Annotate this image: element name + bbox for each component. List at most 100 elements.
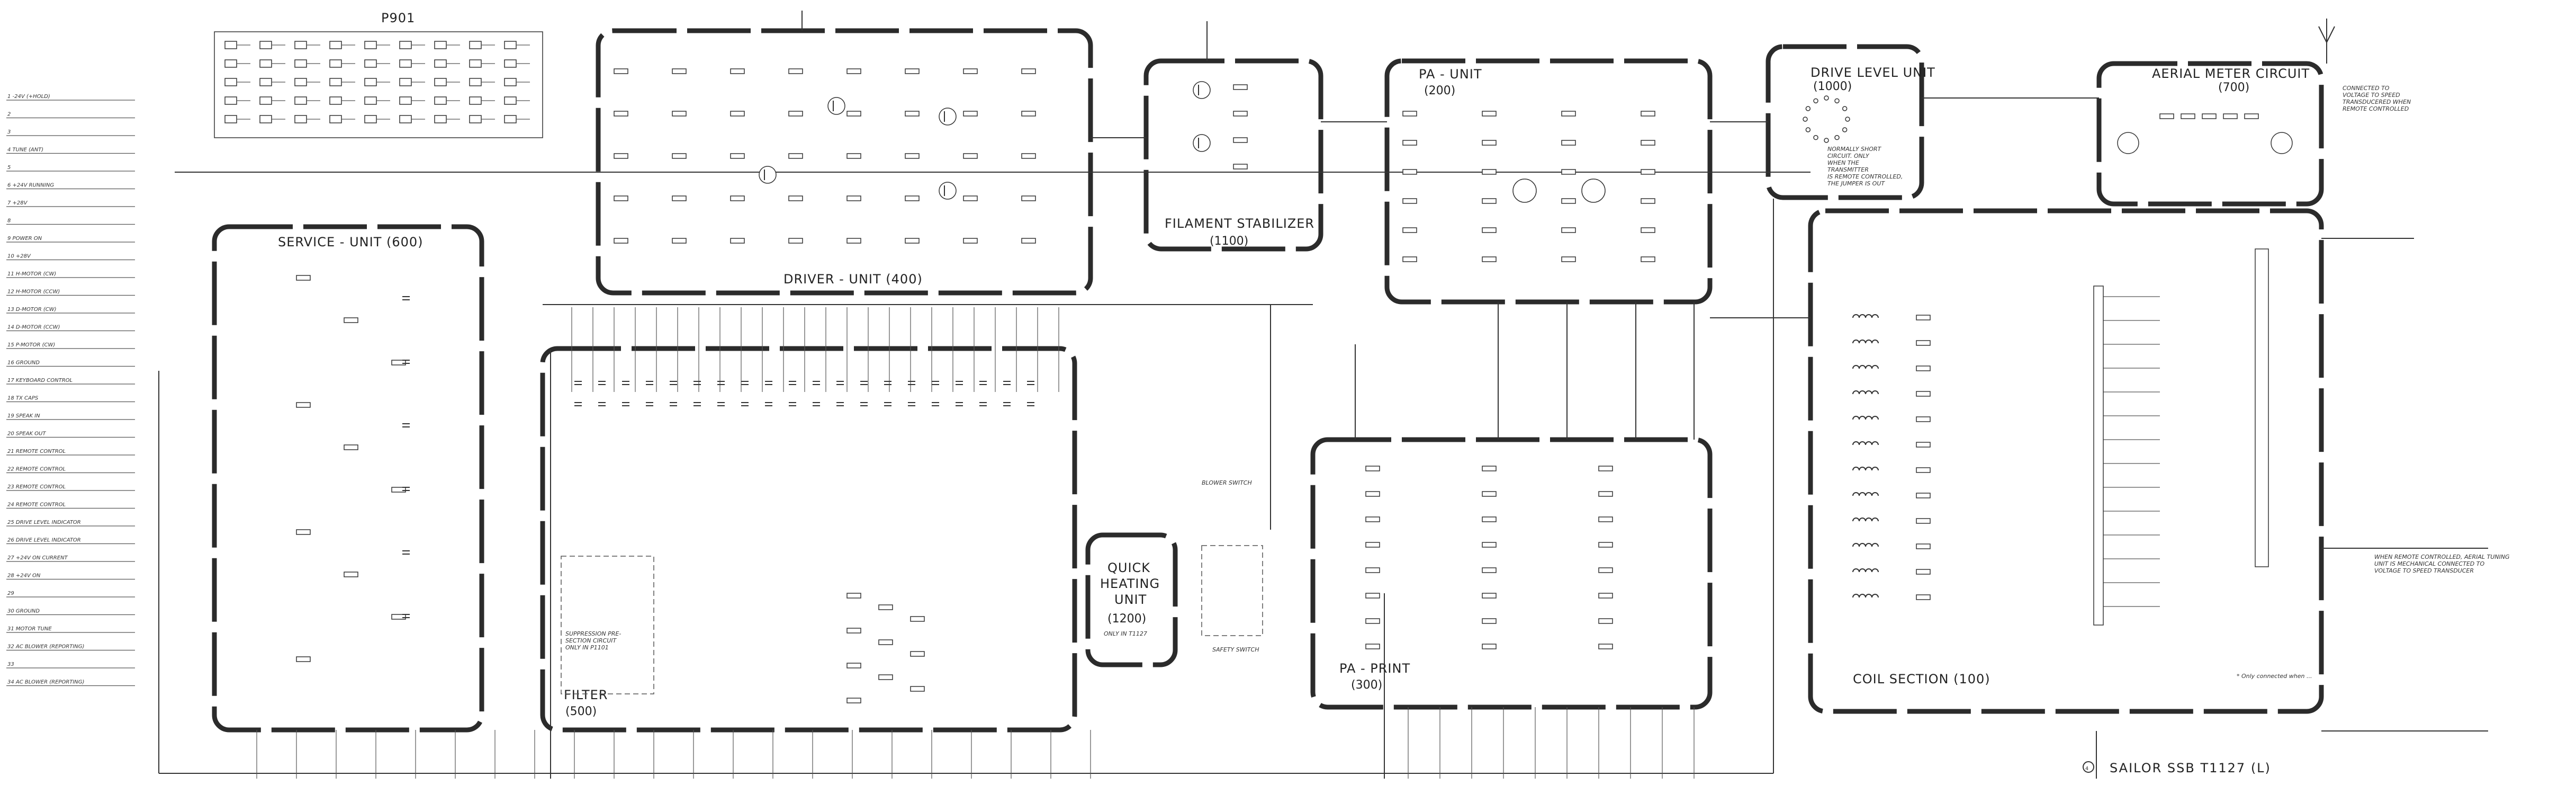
pin-legend-item: 12 H-MOTOR (CCW) [7,289,60,295]
pin-legend-item: 18 TX CAPS [7,396,39,402]
filter-unit-number: (500) [565,705,597,718]
pin-legend-item: 27 +24V ON CURRENT [7,555,68,561]
pa-unit: PA - UNIT (200) [1384,58,1713,305]
pin-legend-item: 2 [7,112,11,118]
pin-legend-item: 31 MOTOR TUNE [7,626,52,632]
pin-legend-item: 20 SPEAK OUT [7,431,46,437]
svg-text:THE JUMPER IS OUT: THE JUMPER IS OUT [1827,180,1885,187]
pin-legend-item: 16 GROUND [7,360,40,366]
svg-text:WHEN REMOTE CONTROLLED, AERIAL: WHEN REMOTE CONTROLLED, AERIAL TUNING [2374,554,2510,560]
svg-text:VOLTAGE TO SPEED TRANSDUCER: VOLTAGE TO SPEED TRANSDUCER [2374,567,2474,574]
svg-text:IS REMOTE CONTROLLED,: IS REMOTE CONTROLLED, [1827,173,1903,180]
pin-legend-item: 30 GROUND [7,609,40,614]
pin-legend-item: 13 D-MOTOR (CW) [7,307,57,313]
pin-legend-item: 17 KEYBOARD CONTROL [7,378,73,383]
drive-level-unit-title: DRIVE LEVEL UNIT [1811,65,1935,80]
pin-legend-item: 1 -24V (+HOLD) [7,94,50,100]
svg-text:CONNECTED TO: CONNECTED TO [2343,85,2390,92]
wiring [158,11,2488,779]
filter-unit: FILTER (500) [540,346,1077,733]
pin-legend-item: 33 [7,662,14,667]
pin-legend-item: 21 REMOTE CONTROL [7,449,66,454]
quick-heating-number: (1200) [1107,612,1146,626]
footer-title: SAILOR SSB T1127 (L) [2110,761,2271,775]
svg-text:TRANSMITTER: TRANSMITTER [1827,166,1869,173]
filter-unit-title: FILTER [564,688,608,702]
filter-note: SUPPRESSION PRE- SECTION CIRCUIT ONLY IN… [561,556,654,694]
pa-unit-title: PA - UNIT [1419,67,1482,82]
pin-legend-item: 7 +28V [7,200,28,206]
safety-switch-label: SAFETY SWITCH [1212,646,1259,653]
pin-legend-item: 22 REMOTE CONTROL [7,467,66,472]
pin-legend-item: 9 POWER ON [7,236,42,242]
svg-text:REMOTE CONTROLLED: REMOTE CONTROLLED [2343,105,2409,112]
pin-legend-item: 32 AC BLOWER (REPORTING) [7,644,84,650]
svg-text:NORMALLY SHORT: NORMALLY SHORT [1827,146,1882,153]
driver-unit-title: DRIVER - UNIT (400) [783,272,923,287]
footer-symbol: 4 [2085,766,2088,772]
aerial-meter-circuit: AERIAL METER CIRCUIT (700) [2096,61,2324,207]
quick-heating-note: ONLY IN T1127 [1104,630,1147,637]
pin-legend-item: 29 [7,591,14,596]
driver-unit: DRIVER - UNIT (400) [596,28,1093,296]
pin-legend-item: 11 H-MOTOR (CW) [7,271,56,277]
svg-text:WHEN THE: WHEN THE [1827,159,1859,166]
pin-legend-item: 14 D-MOTOR (CCW) [7,325,60,331]
pa-print: PA - PRINT (300) [1310,437,1713,710]
pin-legend-item: 8 [7,218,11,224]
svg-text:TRANSDUCERED WHEN: TRANSDUCERED WHEN [2343,99,2411,105]
connector-p901-label: P901 [381,11,415,25]
pin-legend-item: 6 +24V RUNNING [7,183,54,189]
antenna-icon [2318,19,2335,64]
quick-heating-line3: UNIT [1114,592,1147,607]
aerial-meter-title: AERIAL METER CIRCUIT [2152,66,2310,81]
connector-p901: P901 [214,11,543,138]
quick-heating-line2: HEATING [1100,576,1160,591]
aerial-meter-number: (700) [2218,81,2249,94]
filament-stabilizer-title: FILAMENT STABILIZER [1165,216,1314,231]
pin-legend-item: 15 P-MOTOR (CW) [7,342,55,348]
svg-text:* Only connected when ...: * Only connected when ... [2237,673,2312,680]
quick-heating-aux-box [1201,545,1263,636]
drive-level-unit-number: (1000) [1813,80,1852,93]
service-unit: SERVICE - UNIT (600) [212,224,484,733]
pin-legend-item: 25 DRIVE LEVEL INDICATOR [7,520,81,525]
coil-section: COIL SECTION (100) [1808,208,2324,714]
svg-text:BLOWER SWITCH: BLOWER SWITCH [1202,479,1252,486]
filament-stabilizer-number: (1100) [1210,235,1248,248]
pin-legend-item: 3 [7,129,11,135]
pin-legend: 1 -24V (+HOLD) 2 3 4 TUNE (ANT) 5 6 +24V RUNN… [6,94,135,686]
pin-legend-item: 10 +28V [7,254,31,260]
pin-legend-item: 4 TUNE (ANT) [7,147,43,153]
pin-legend-item: 34 AC BLOWER (REPORTING) [7,680,84,685]
svg-text:VOLTAGE TO SPEED: VOLTAGE TO SPEED [2343,92,2400,99]
pin-legend-item: 23 REMOTE CONTROL [7,484,66,490]
pa-print-title: PA - PRINT [1339,661,1410,676]
aerial-output-note: CONNECTED TO VOLTAGE TO SPEED TRANSDUCER… [2343,85,2411,112]
only-connected-note: * Only connected when ... [2237,673,2312,680]
coil-section-title: COIL SECTION (100) [1853,672,1990,686]
remote-control-note: WHEN REMOTE CONTROLLED, AERIAL TUNING UN… [2374,554,2510,574]
svg-text:SUPPRESSION PRE-: SUPPRESSION PRE- [565,630,621,637]
drive-level-note: NORMALLY SHORT CIRCUIT. ONLY WHEN THE TR… [1827,146,1903,187]
svg-text:SECTION CIRCUIT: SECTION CIRCUIT [565,637,617,644]
svg-text:SAFETY SWITCH: SAFETY SWITCH [1212,646,1259,653]
blower-switch-label: BLOWER SWITCH [1202,479,1252,486]
pin-legend-item: 26 DRIVE LEVEL INDICATOR [7,538,81,543]
svg-text:CIRCUIT. ONLY: CIRCUIT. ONLY [1827,153,1870,159]
pin-legend-item: 19 SPEAK IN [7,413,40,419]
svg-text:ONLY IN P1101: ONLY IN P1101 [565,644,609,651]
footer: 4 SAILOR SSB T1127 (L) [2083,761,2271,775]
pa-print-number: (300) [1351,679,1382,692]
service-unit-title: SERVICE - UNIT (600) [278,235,424,249]
components [296,68,2293,703]
pin-legend-item: 24 REMOTE CONTROL [7,502,66,508]
quick-heating-line1: QUICK [1107,560,1150,575]
filament-stabilizer: FILAMENT STABILIZER (1100) [1143,58,1323,252]
pin-legend-item: 28 +24V ON [7,573,41,579]
svg-text:UNIT IS MECHANICAL CONNECTED T: UNIT IS MECHANICAL CONNECTED TO [2374,560,2484,567]
pin-legend-item: 5 [7,165,11,171]
quick-heating-unit: QUICK HEATING UNIT (1200) ONLY IN T1127 [1085,532,1178,667]
pa-unit-number: (200) [1424,84,1455,97]
